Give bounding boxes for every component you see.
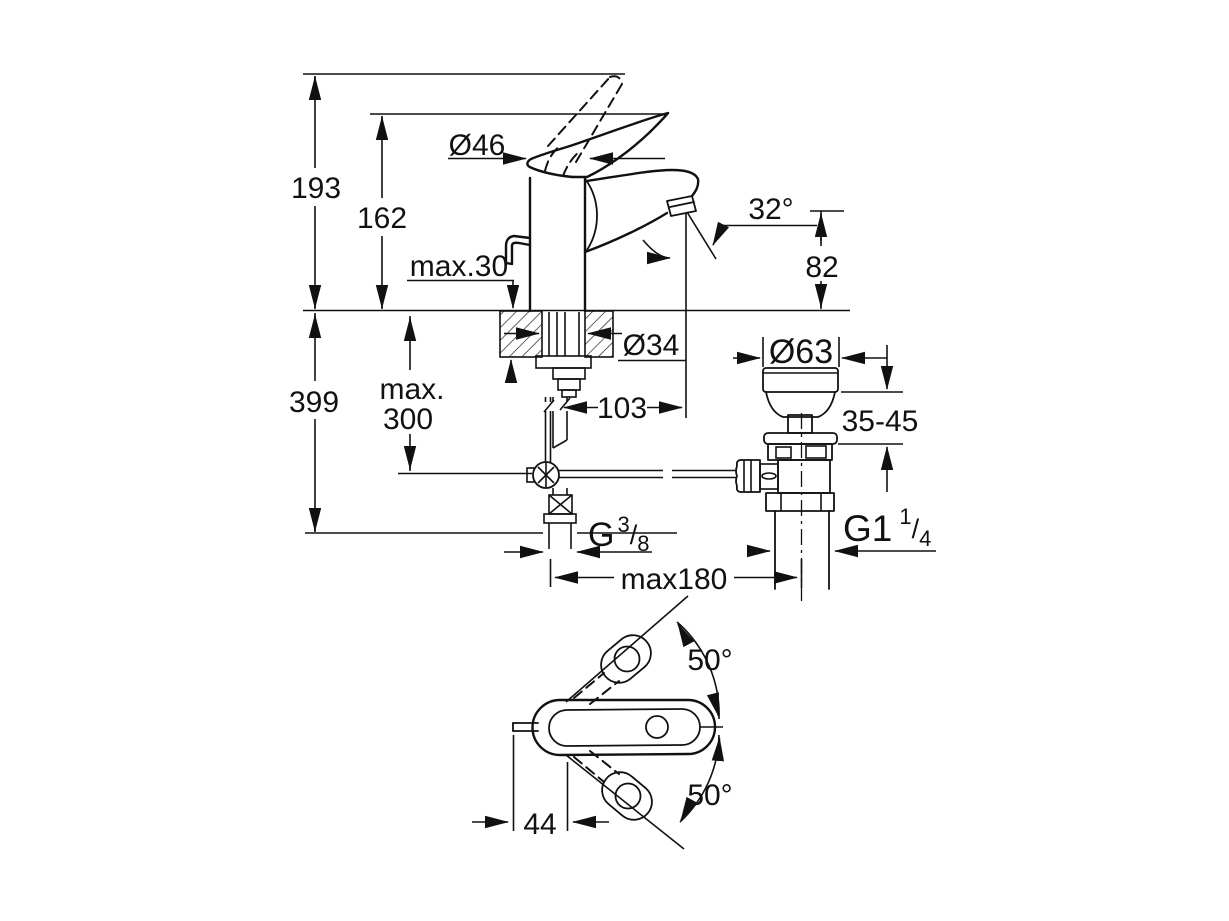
swivel-ray-down: [565, 754, 685, 850]
handle-top-view: 50° 50° 44: [472, 595, 733, 850]
dim-label-399: 399: [289, 386, 339, 419]
dim-outlet-height: 82: [801, 210, 844, 309]
rod-clamp: [735, 459, 831, 494]
dim-label-103: 103: [597, 392, 647, 425]
dim-label-32deg: 32°: [748, 193, 793, 226]
dim-below-deck-length: 399: [287, 313, 343, 532]
dim-hole-diameter: Ø34: [504, 327, 686, 362]
swivel-ray-up: [565, 595, 689, 703]
aerator: [666, 195, 697, 217]
dim-label-o46: Ø46: [449, 129, 506, 162]
spout: [583, 168, 700, 254]
dim-spout-height: 162: [355, 116, 409, 309]
dim-label-max: max.: [379, 373, 444, 406]
dim-cartridge-diameter: Ø46: [448, 129, 665, 165]
dim-spout-reach: 103: [563, 392, 683, 425]
dim-label-300: 300: [383, 403, 433, 436]
mounting-assembly: [535, 312, 592, 398]
lever-top-inner: [548, 708, 701, 747]
dim-label-162: 162: [357, 202, 407, 235]
popup-waste-valve: [735, 367, 839, 601]
supply-connector: [543, 488, 577, 549]
dim-deck-thickness: max.30: [407, 250, 520, 383]
dim-lever-offset: 44: [472, 735, 609, 841]
horizontal-rod: [559, 469, 737, 479]
dim-hose-span: max180: [549, 559, 803, 596]
lever-lug-lower: [573, 750, 653, 821]
dim-label-50-down: 50°: [687, 779, 732, 812]
faucet-side-view: [504, 75, 717, 313]
dim-label-o34: Ø34: [623, 329, 680, 362]
dim-rod-max-length: max. 300: [376, 316, 446, 471]
faucet-body: [528, 176, 598, 313]
dim-clamp-range: 35-45: [838, 345, 918, 492]
lever-lug-upper: [573, 634, 652, 705]
reference-lines: [303, 73, 850, 534]
dim-label-82: 82: [805, 251, 838, 284]
swivel-arcs: [676, 621, 725, 823]
dim-overall-height: 193: [290, 76, 342, 309]
popup-knob: [504, 234, 532, 266]
lever-raised-dashed: [544, 75, 623, 177]
stream-direction: [642, 211, 717, 265]
dim-label-max180: max180: [621, 563, 728, 596]
lever-pin: [512, 722, 539, 732]
lever-top-outline: [531, 698, 717, 757]
dim-stream-angle: 32°: [712, 193, 817, 246]
dim-flange-diameter: Ø63: [733, 333, 887, 371]
cartridge-screw: [645, 715, 669, 739]
dim-label-max30: max.30: [410, 250, 508, 283]
dim-label-193: 193: [291, 172, 341, 205]
dim-label-o63: Ø63: [769, 333, 833, 371]
dim-label-44: 44: [523, 808, 556, 841]
dim-label-3545: 35-45: [842, 405, 919, 438]
ball-joint: [526, 461, 560, 489]
dim-label-50-up: 50°: [687, 644, 732, 677]
cartridge-dome-line: [531, 167, 588, 178]
